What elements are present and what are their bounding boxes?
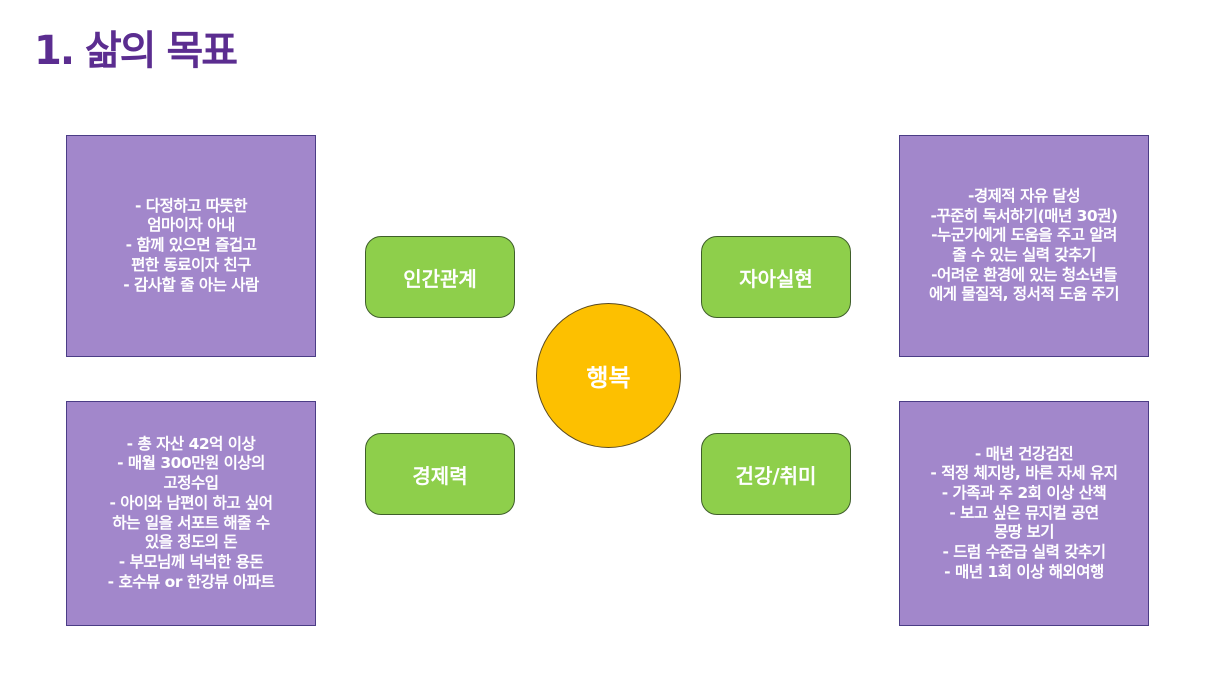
goal-line: - 보고 싶은 뮤지컬 공연	[949, 503, 1099, 522]
goal-line: - 드럼 수준급 실력 갖추기	[942, 543, 1106, 562]
goal-line: 하는 일을 서포트 해줄 수	[112, 513, 270, 532]
goal-line: - 부모님께 넉넉한 용돈	[118, 552, 264, 571]
health-hobby-goals-box: - 매년 건강검진- 적정 체지방, 바른 자세 유지- 가족과 주 2회 이상…	[899, 401, 1149, 626]
goal-line: -어려운 환경에 있는 청소년들	[931, 265, 1117, 284]
goal-line: -경제적 자유 달성	[967, 186, 1081, 205]
goal-line: 몽땅 보기	[994, 523, 1054, 542]
goal-line: - 호수뷰 or 한강뷰 아파트	[107, 572, 275, 591]
relationships-node: 인간관계	[365, 236, 515, 318]
goal-line: - 아이와 남편이 하고 싶어	[109, 493, 273, 512]
goal-line: - 감사할 줄 아는 사람	[123, 275, 259, 294]
goal-line: 에게 물질적, 정서적 도움 주기	[928, 285, 1120, 304]
goal-line: -꾸준히 독서하기(매년 30권)	[930, 206, 1118, 225]
goal-line: 있을 정도의 돈	[144, 533, 238, 552]
goal-line: - 총 자산 42억 이상	[126, 434, 256, 453]
goal-line: - 다정하고 따뜻한	[134, 196, 248, 215]
goal-line: - 매년 1회 이상 해외여행	[944, 562, 1104, 581]
goal-line: - 매년 건강검진	[974, 444, 1074, 463]
goal-line: 엄마이자 아내	[147, 216, 235, 235]
self-realization-goals-box: -경제적 자유 달성-꾸준히 독서하기(매년 30권)-누군가에게 도움을 주고…	[899, 135, 1149, 357]
health-hobby-node: 건강/취미	[701, 433, 851, 515]
goal-line: - 매월 300만원 이상의	[117, 454, 265, 473]
goal-line: - 함께 있으면 즐겁고	[125, 236, 257, 255]
finance-node: 경제력	[365, 433, 515, 515]
goal-line: 편한 동료이자 친구	[131, 255, 251, 274]
self-realization-node: 자아실현	[701, 236, 851, 318]
goal-line: 줄 수 있는 실력 갖추기	[952, 246, 1096, 264]
slide-title: 1. 삶의 목표	[34, 28, 238, 74]
goal-line: 고정수입	[163, 474, 219, 493]
goal-line: -누군가에게 도움을 주고 알려	[931, 226, 1117, 245]
goal-line: - 가족과 주 2회 이상 산책	[941, 483, 1107, 502]
happiness-center-node: 행복	[536, 303, 681, 448]
goal-line: - 적정 체지방, 바른 자세 유지	[930, 464, 1118, 483]
